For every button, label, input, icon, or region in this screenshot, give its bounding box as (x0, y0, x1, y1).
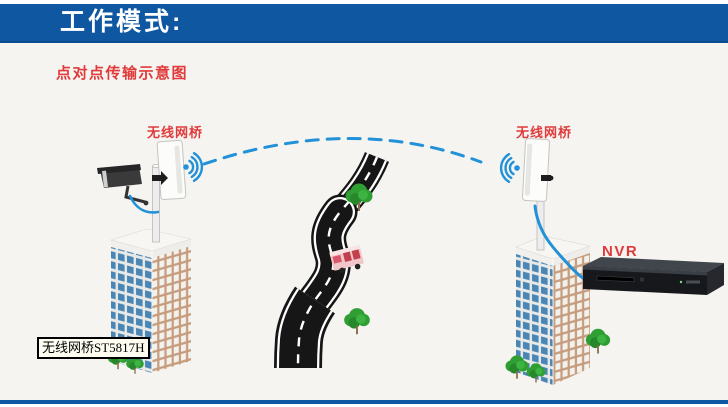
cable-camera-to-bridge (128, 194, 160, 214)
camera-icon (97, 164, 149, 206)
nvr-label: NVR (602, 243, 639, 260)
building-right (515, 235, 592, 385)
model-tag: 无线网桥ST5817H (37, 337, 150, 359)
diagram-subtitle: 点对点传输示意图 (56, 65, 189, 82)
road-center-line (296, 156, 379, 369)
wireless-bridge-device-right (522, 138, 554, 202)
signal-waves-left-icon (183, 152, 204, 182)
road-illustration (274, 151, 390, 369)
wireless-bridge-device-left (152, 139, 187, 201)
tree (344, 308, 370, 335)
nvr-device (583, 257, 724, 295)
bus-illustration (329, 244, 364, 274)
top-margin (0, 0, 728, 4)
bridge-label-right: 无线网桥 (516, 125, 573, 140)
page-title: 工作模式: (60, 8, 184, 36)
signal-waves-right-icon (499, 153, 520, 183)
wireless-link-arc (202, 137, 483, 166)
bottom-margin (0, 404, 728, 407)
footer-bar (0, 400, 728, 404)
header-bar: 工作模式: (0, 4, 728, 43)
bridge-label-left: 无线网桥 (147, 125, 204, 140)
